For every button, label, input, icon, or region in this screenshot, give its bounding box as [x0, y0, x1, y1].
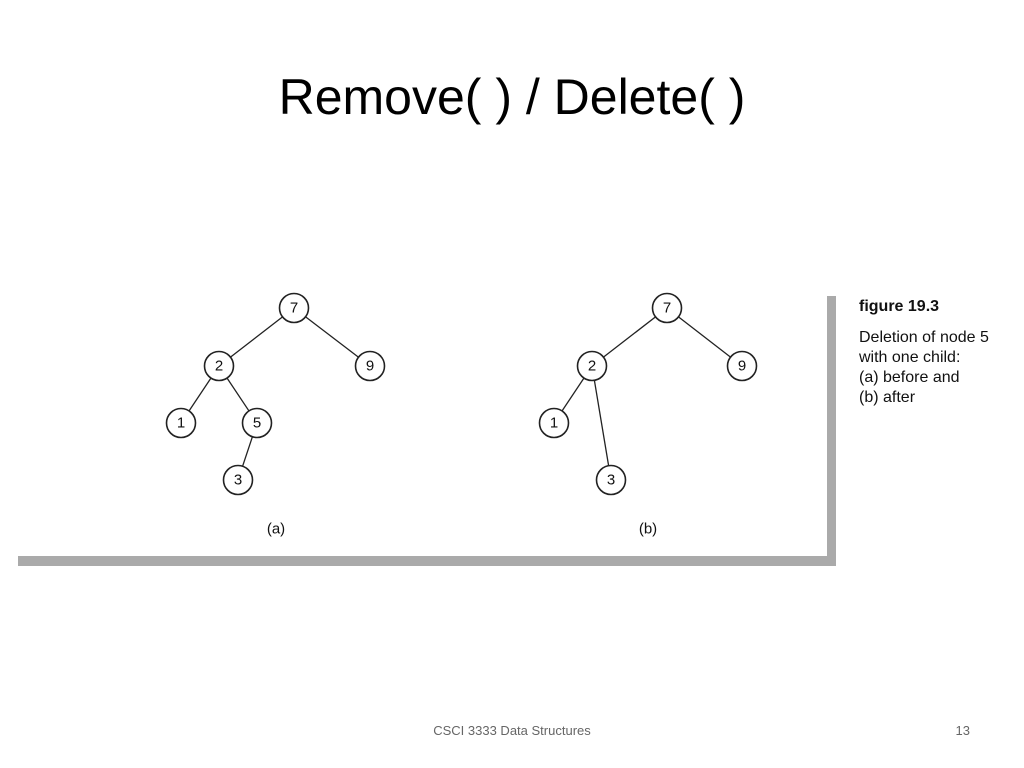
svg-text:1: 1	[550, 415, 558, 432]
figure-caption-line: (a) before and	[859, 369, 960, 386]
svg-text:3: 3	[607, 472, 615, 489]
tree-a-label: (a)	[267, 521, 285, 538]
svg-text:3: 3	[234, 472, 242, 489]
tree-a-node-7: 7	[278, 292, 310, 324]
slide-title: Remove( ) / Delete( )	[278, 69, 746, 125]
figure-frame-right-border	[827, 296, 836, 566]
tree-a-node-2: 2	[203, 350, 235, 382]
svg-text:1: 1	[177, 415, 185, 432]
tree-a-node-9: 9	[354, 350, 386, 382]
edge-a-7-9	[293, 307, 371, 367]
tree-a-node-3: 3	[222, 464, 254, 496]
svg-text:7: 7	[663, 300, 671, 317]
slide-footer: CSCI 3333 Data Structures	[433, 723, 591, 738]
tree-b-label: (b)	[639, 521, 657, 538]
edge-b-7-2	[591, 307, 668, 367]
svg-text:9: 9	[366, 358, 374, 375]
figure-caption: figure 19.3 Deletion of node 5 with one …	[859, 296, 1024, 408]
tree-b-node-9: 9	[726, 350, 758, 382]
tree-b-node-7: 7	[651, 292, 683, 324]
figure-caption-line: (b) after	[859, 389, 916, 406]
figure-caption-title: figure 19.3	[859, 298, 940, 315]
tree-b-node-3: 3	[595, 464, 627, 496]
edge-a-7-2	[218, 307, 295, 367]
tree-b-node-2: 2	[576, 350, 608, 382]
tree-a: 7 2 9 1 5	[165, 292, 386, 538]
edge-b-7-9	[666, 307, 743, 367]
page-number: 13	[955, 723, 970, 738]
svg-text:7: 7	[290, 300, 298, 317]
figure-caption-line: Deletion of node 5	[859, 329, 989, 346]
figure-caption-line: with one child:	[859, 349, 961, 366]
tree-b: 7 2 9 1 3 (b)	[538, 292, 758, 538]
tree-b-node-1: 1	[538, 407, 570, 439]
edge-b-2-3	[591, 365, 612, 481]
svg-text:2: 2	[588, 358, 596, 375]
svg-text:2: 2	[215, 358, 223, 375]
tree-a-node-5: 5	[241, 407, 273, 439]
svg-text:5: 5	[253, 415, 261, 432]
tree-a-node-1: 1	[165, 407, 197, 439]
svg-text:9: 9	[738, 358, 746, 375]
figure-frame-bottom-border	[18, 556, 836, 566]
